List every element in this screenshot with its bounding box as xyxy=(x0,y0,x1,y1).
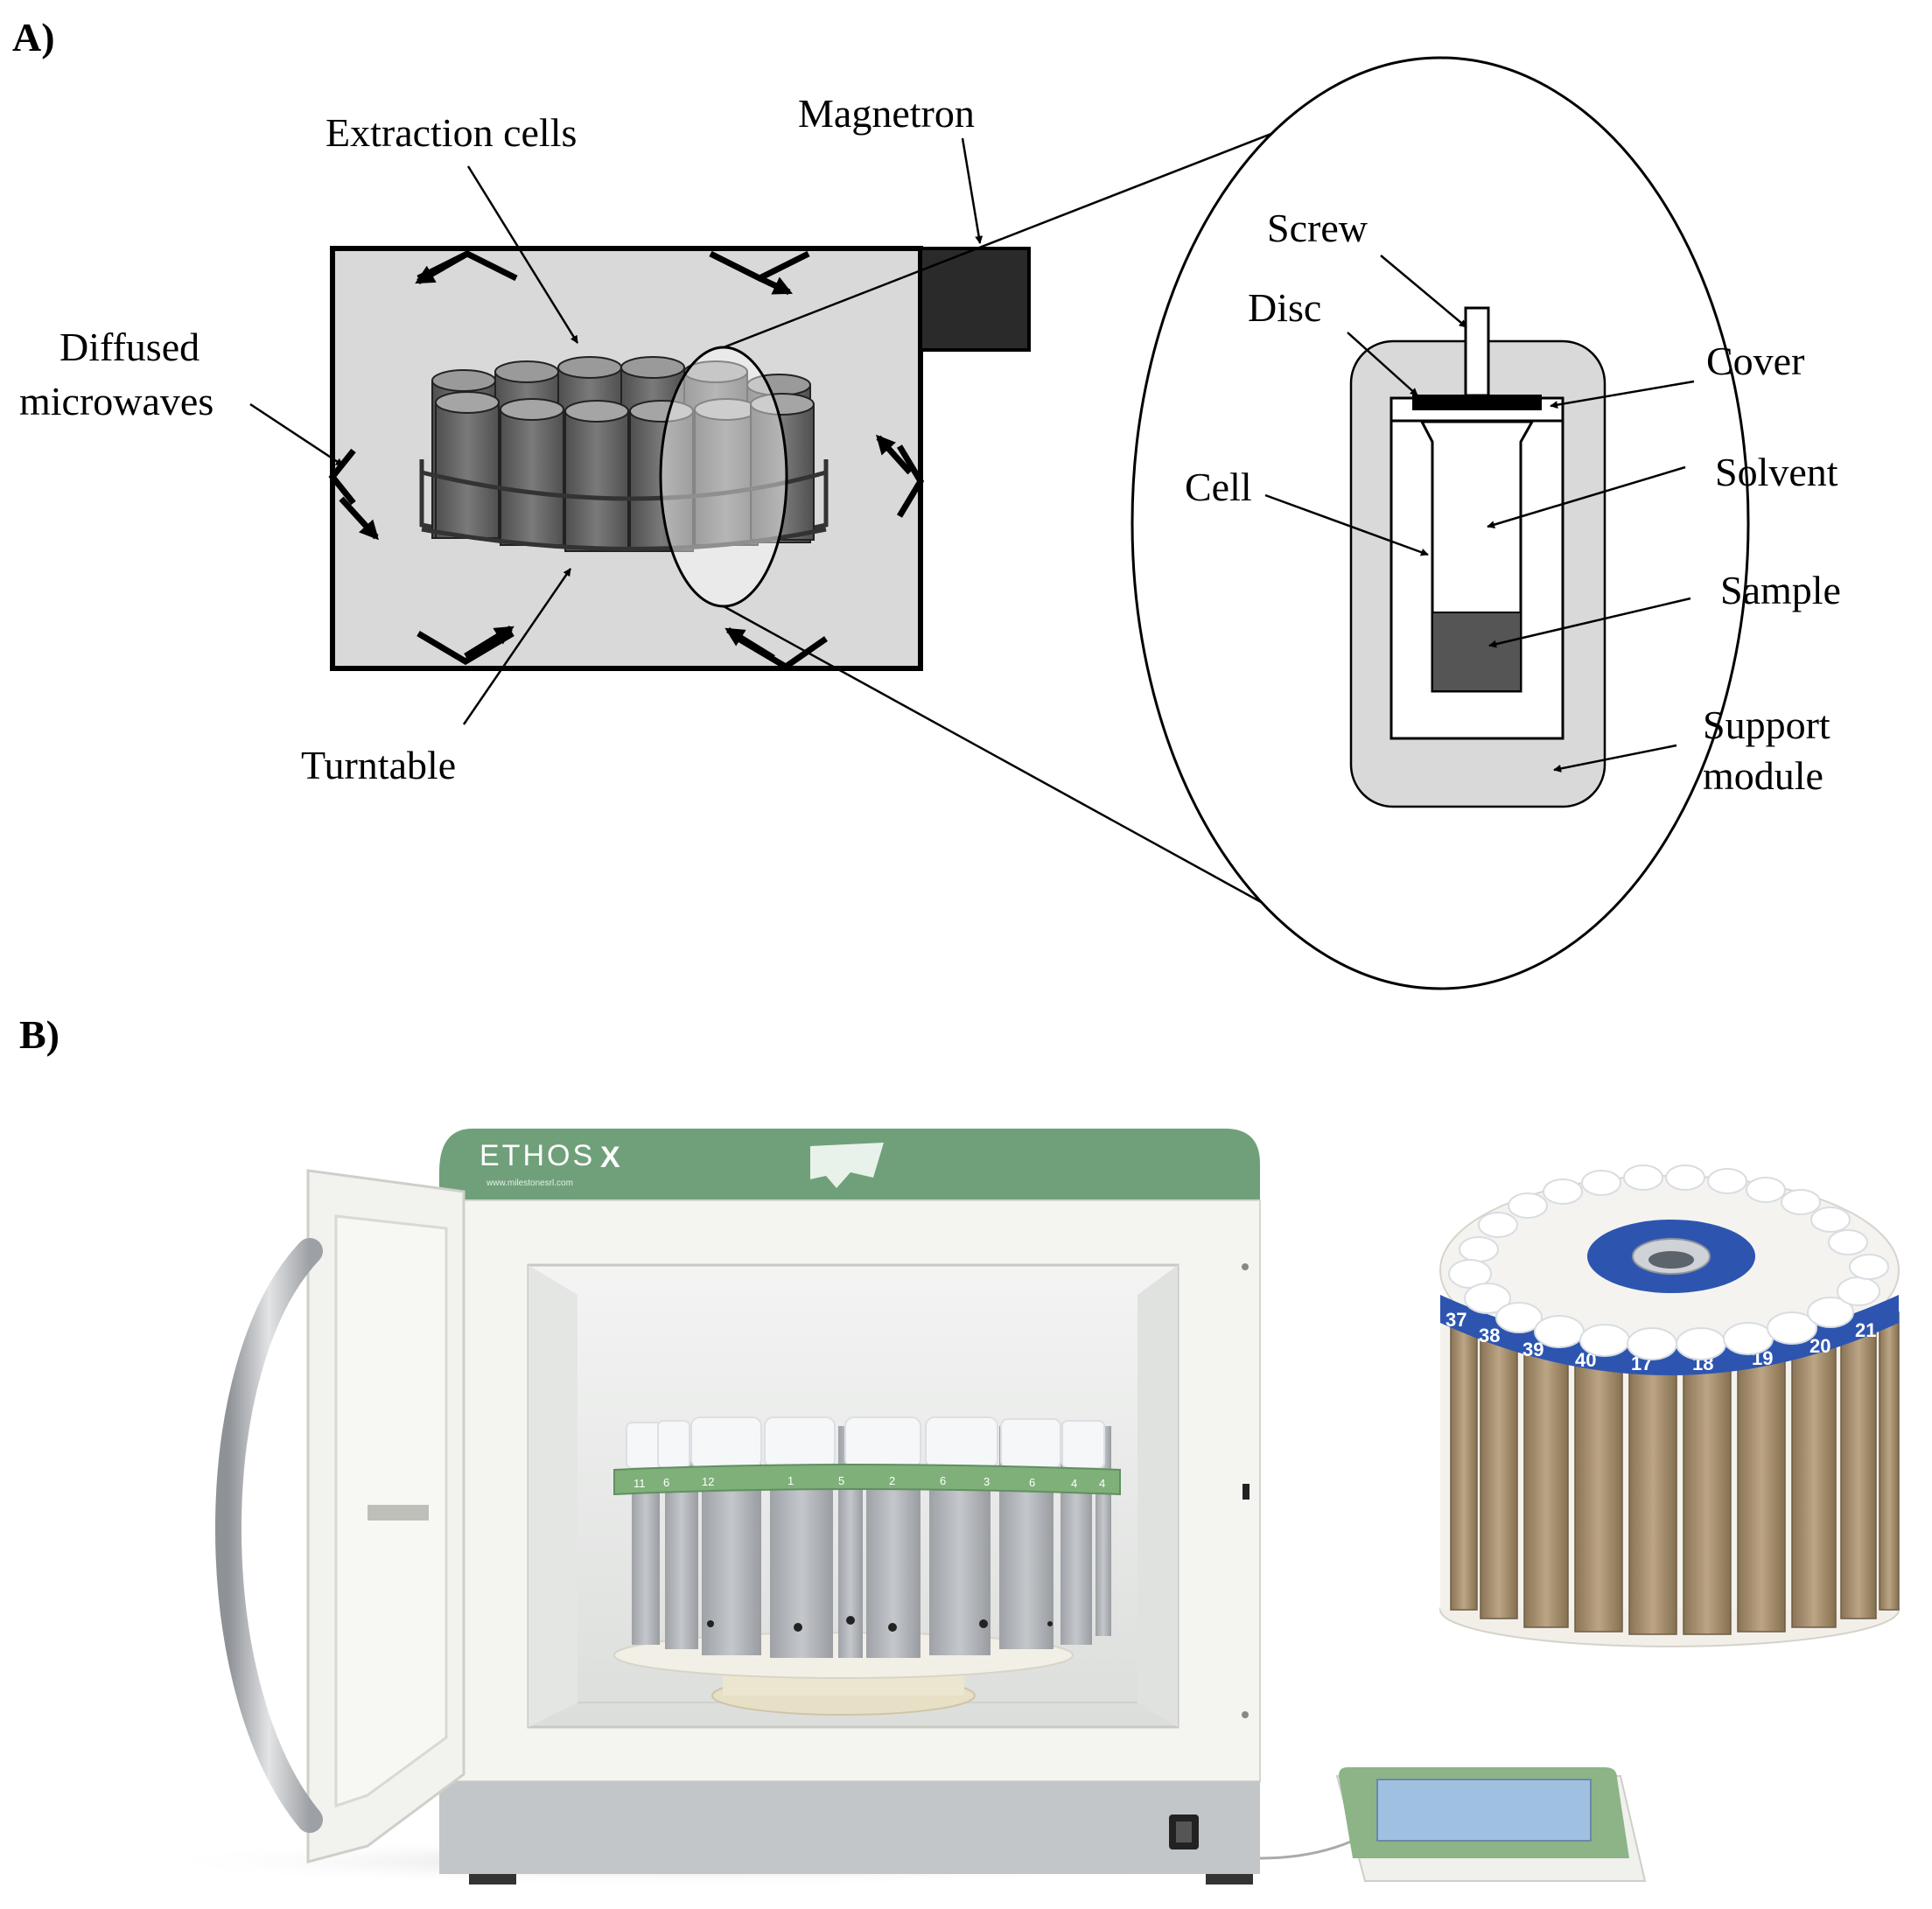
carousel-caps xyxy=(1448,1164,1889,1360)
label-cell: Cell xyxy=(1185,465,1252,509)
rotor-caps xyxy=(626,1416,1105,1469)
rotor-num-9: 4 xyxy=(1071,1477,1077,1490)
rotor-num-10: 4 xyxy=(1099,1477,1105,1490)
carousel-number-band xyxy=(1440,1295,1899,1375)
label-microwaves: microwaves xyxy=(19,379,214,423)
zoom-ellipse xyxy=(659,346,788,608)
cell-disc xyxy=(1412,395,1542,410)
label-solvent: Solvent xyxy=(1715,450,1838,494)
rotor-num-4: 5 xyxy=(838,1474,844,1487)
label-module: module xyxy=(1703,753,1824,798)
label-disc: Disc xyxy=(1248,285,1321,330)
microwave-chevrons xyxy=(328,250,925,671)
rotor-num-2: 12 xyxy=(702,1475,714,1488)
rotor-number-ring xyxy=(613,1464,1121,1496)
panel-a-label: A) xyxy=(12,15,55,59)
panel-b-label: B) xyxy=(19,1012,60,1057)
oven-brand: ETHOS xyxy=(480,1139,595,1172)
label-support: Support xyxy=(1703,703,1830,747)
arrow-screw xyxy=(1380,255,1467,328)
cell-screw xyxy=(1464,306,1490,397)
rotor-num-7: 3 xyxy=(984,1475,990,1488)
label-diffused: Diffused xyxy=(60,325,200,369)
carousel-tubes xyxy=(1450,1311,1900,1635)
arrow-cell xyxy=(1264,493,1429,556)
label-magnetron: Magnetron xyxy=(798,91,975,136)
brand-logo-icon xyxy=(810,1143,884,1188)
label-extraction-cells: Extraction cells xyxy=(326,110,577,155)
arrow-disc xyxy=(1347,332,1418,396)
carousel-num-0: 37 xyxy=(1446,1309,1466,1331)
rotor-num-5: 2 xyxy=(889,1474,895,1487)
label-turntable: Turntable xyxy=(301,743,456,787)
arrow-extraction-cells xyxy=(466,165,579,344)
carousel-photo: 37 38 39 40 17 18 19 20 21 xyxy=(1439,1164,1900,1647)
carousel-num-1: 38 xyxy=(1479,1325,1500,1346)
control-terminal-photo xyxy=(1259,1767,1647,1882)
label-screw: Screw xyxy=(1267,206,1368,250)
arrow-solvent xyxy=(1487,465,1686,528)
terminal-screen xyxy=(1376,1779,1592,1842)
cell-sample xyxy=(1432,612,1522,692)
magnetron-block xyxy=(919,247,1031,352)
label-cover: Cover xyxy=(1706,339,1804,383)
carousel-num-7: 20 xyxy=(1810,1335,1830,1357)
door-handle xyxy=(215,1238,323,1833)
carousel-num-8: 21 xyxy=(1855,1319,1876,1341)
turntable-cells xyxy=(419,356,829,552)
rotor-num-8: 6 xyxy=(1029,1476,1035,1489)
rotor-num-3: 1 xyxy=(788,1474,794,1487)
zoom-line-bottom xyxy=(723,605,1340,947)
label-sample: Sample xyxy=(1720,568,1841,612)
rotor-num-1: 6 xyxy=(663,1476,669,1489)
arrow-cover xyxy=(1550,380,1695,409)
oven-brand-url: www.milestonesrl.com xyxy=(486,1178,573,1188)
oven-brand-mark: X xyxy=(600,1141,623,1174)
rotor-num-6: 6 xyxy=(940,1474,946,1487)
arrow-sample xyxy=(1488,597,1691,648)
arrow-magnetron xyxy=(961,137,984,244)
ethos-oven-photo: ETHOS X www.milestonesrl.com xyxy=(215,1129,1261,1885)
arrow-turntable xyxy=(462,568,572,725)
rotor-num-0: 11 xyxy=(634,1477,646,1490)
arrow-diffused-microwaves xyxy=(249,402,344,467)
arrow-support-module xyxy=(1553,744,1677,773)
